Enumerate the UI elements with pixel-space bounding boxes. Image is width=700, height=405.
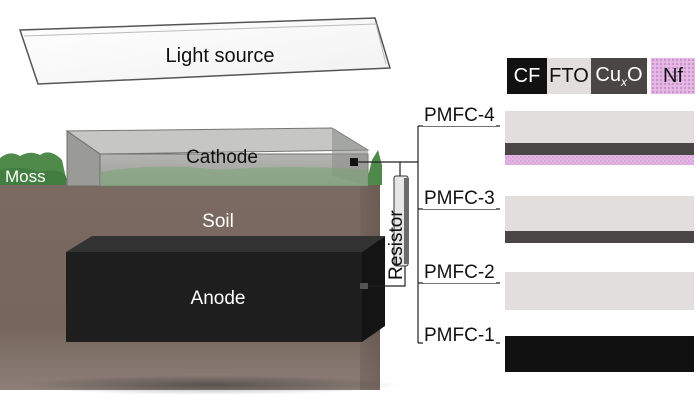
resistor-label: Resistor [386,210,407,280]
legend-cuxo-label: CuxO [595,63,643,89]
pmfc-2-stack [505,272,694,310]
anode-terminal [360,283,368,289]
resistor: Resistor [386,175,409,280]
cathode-terminal [350,158,358,166]
pmfc-3-label: PMFC-3 [423,188,496,209]
anode-label: Anode [191,288,246,309]
anode-block: Anode [66,236,385,342]
legend-cf-label: CF [513,64,541,87]
pmfc-1-cf-layer [505,336,694,372]
pmfc-1-stack [505,336,694,372]
light-source-label: Light source [166,45,275,67]
legend-cuxo: CuxO [591,58,647,94]
pmfc-2-fto-layer [505,272,694,310]
legend-cf: CF [507,58,547,94]
legend-nf: Nf [651,58,695,94]
pmfc-4-label: PMFC-4 [423,105,496,126]
pmfc-3-fto-layer [505,196,694,231]
legend-fto-label: FTO [549,64,589,87]
legend-nf-label: Nf [663,64,683,87]
legend-fto: FTO [547,58,591,94]
pmfc-3-cuxo-layer [505,231,694,243]
cathode-label: Cathode [186,147,258,168]
soil-label: Soil [202,211,234,232]
pmfc-4-stack [505,111,694,165]
pmfc-2-label: PMFC-2 [423,262,496,283]
pmfc-1-label: PMFC-1 [423,325,496,346]
light-source-panel: Light source [18,17,391,85]
pmfc-4-cuxo-layer [505,143,694,155]
moss-label: Moss [5,167,46,186]
pmfc-4-nf-layer [505,155,694,165]
cathode-block: Cathode [65,127,370,187]
pmfc-3-stack [505,196,694,243]
pmfc-4-fto-layer [505,111,694,143]
